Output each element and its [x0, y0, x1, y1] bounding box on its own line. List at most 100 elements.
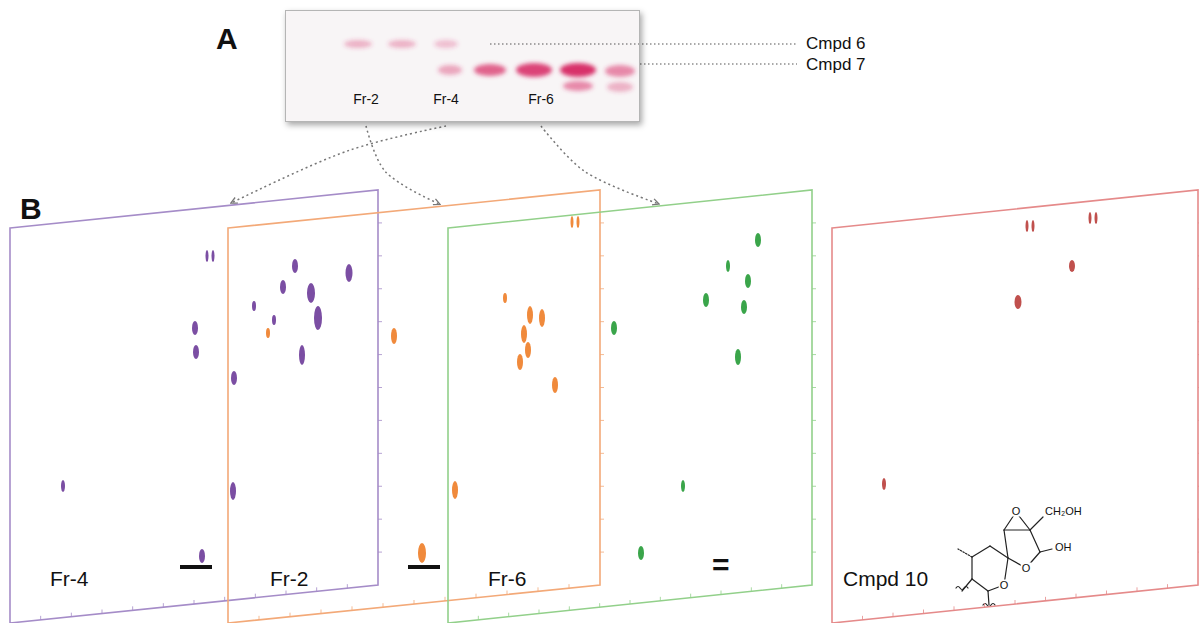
tlc-spot: [563, 81, 593, 91]
red-cross-peak: [1015, 295, 1022, 309]
axis-tick: [569, 584, 570, 588]
orange-cross-peak: [503, 293, 507, 303]
leader-line: [490, 43, 797, 44]
axis-tick: [630, 600, 631, 604]
axis-tick: [507, 591, 508, 595]
axis-tick: [812, 420, 816, 421]
chemical-bond: [1004, 529, 1030, 530]
axis-tick: [690, 594, 691, 598]
axis-tick: [508, 613, 509, 617]
tlc-spot: [434, 40, 458, 48]
tlc-spot: [474, 64, 506, 76]
tlc-spot: [560, 63, 596, 77]
orange-cross-peak: [539, 309, 545, 327]
axis-tick: [751, 587, 752, 591]
axis-tick: [383, 603, 384, 607]
tlc-plate: Fr-2Fr-4Fr-6: [285, 10, 640, 122]
axis-tick: [163, 603, 164, 607]
axis-tick: [286, 591, 287, 595]
orange-cross-peak: [266, 328, 270, 338]
tlc-spot: [516, 63, 552, 77]
axis-tick: [812, 387, 816, 388]
panel-outline: [10, 190, 378, 623]
axis-tick: [224, 597, 225, 601]
green-cross-peak: [703, 293, 709, 307]
red-cross-peak: [882, 212, 1098, 490]
axis-tick: [600, 552, 604, 553]
axis-tick: [863, 223, 1199, 620]
axis-tick: [781, 584, 782, 588]
nmr-panel: Fr-6: [448, 190, 812, 623]
panel-outline: [832, 190, 1198, 623]
panel-label: Fr-4: [50, 567, 89, 591]
panel-outline: [832, 190, 1198, 623]
panel-label: Fr-6: [488, 567, 527, 591]
green-cross-peak: [745, 274, 751, 288]
axis-tick: [259, 223, 604, 620]
axis-tick: [599, 603, 600, 607]
axis-tick: [378, 354, 382, 355]
axis-tick: [923, 610, 924, 614]
chemical-bond: [988, 591, 989, 605]
axis-tick: [539, 610, 540, 614]
chemical-bond: [956, 512, 1052, 607]
panel-letter: A: [216, 22, 238, 57]
orange-cross-peak: [452, 481, 458, 499]
orange-cross-peak: [527, 306, 533, 324]
axis-tick: [812, 552, 816, 553]
operator-sign: =: [712, 548, 730, 583]
axis-tick: [1198, 519, 1199, 520]
fraction-label: Fr-6: [528, 91, 554, 107]
chemical-bond: [1030, 530, 1040, 552]
purple-cross-peak: [206, 250, 209, 262]
axis-tick: [378, 387, 382, 388]
green-cross-peak: [638, 546, 644, 560]
tlc-plate-ground: [285, 10, 640, 122]
orange-cross-peak: [418, 543, 426, 563]
axis-tick: [660, 597, 661, 601]
axis-tick: [538, 587, 539, 591]
red-cross-peak: [1089, 212, 1092, 224]
fraction-arrow: [366, 126, 440, 204]
orange-cross-peak: [266, 216, 580, 563]
chemical-bond: [972, 546, 990, 557]
axis-tick: [378, 453, 382, 454]
axis-tick: [1198, 387, 1199, 388]
orange-cross-peak: [525, 342, 531, 358]
axis-tick: [40, 616, 41, 620]
red-cross-peak: [1069, 260, 1075, 272]
axis-tick: [194, 600, 195, 604]
panel-outline: [228, 190, 600, 623]
axis-tick: [476, 594, 477, 598]
axis-tick: [1106, 591, 1107, 595]
tlc-spot: [605, 65, 635, 77]
purple-cross-peak: [307, 283, 315, 303]
axis-tick: [378, 321, 382, 322]
axis-tick: [378, 519, 382, 520]
fraction-label: Fr-4: [433, 91, 459, 107]
green-cross-peak: [611, 233, 761, 560]
axis-tick: [71, 613, 72, 617]
purple-cross-peak: [280, 280, 286, 294]
axis-tick: [1198, 552, 1199, 553]
axis-tick: [378, 420, 382, 421]
axis-tick: [812, 288, 816, 289]
orange-cross-peak: [552, 377, 558, 393]
chemical-bond: [972, 579, 988, 591]
axis-tick: [378, 288, 382, 289]
purple-cross-peak: [231, 371, 237, 385]
chemical-bond: [1040, 549, 1052, 552]
axis-tick: [347, 584, 348, 588]
axis-tick: [1167, 584, 1168, 588]
axis-tick: [600, 519, 604, 520]
axis-tick: [1198, 222, 1199, 223]
chemical-bond: [990, 546, 1008, 558]
orange-cross-peak: [517, 354, 523, 370]
orange-cross-peak: [391, 328, 397, 344]
atom-label: OH: [1054, 542, 1073, 553]
axis-tick: [600, 255, 604, 256]
chemical-bond: [971, 557, 972, 579]
compound-label: Cmpd 6: [806, 34, 866, 54]
panel-outline: [448, 190, 812, 623]
fraction-arrow: [231, 126, 446, 203]
